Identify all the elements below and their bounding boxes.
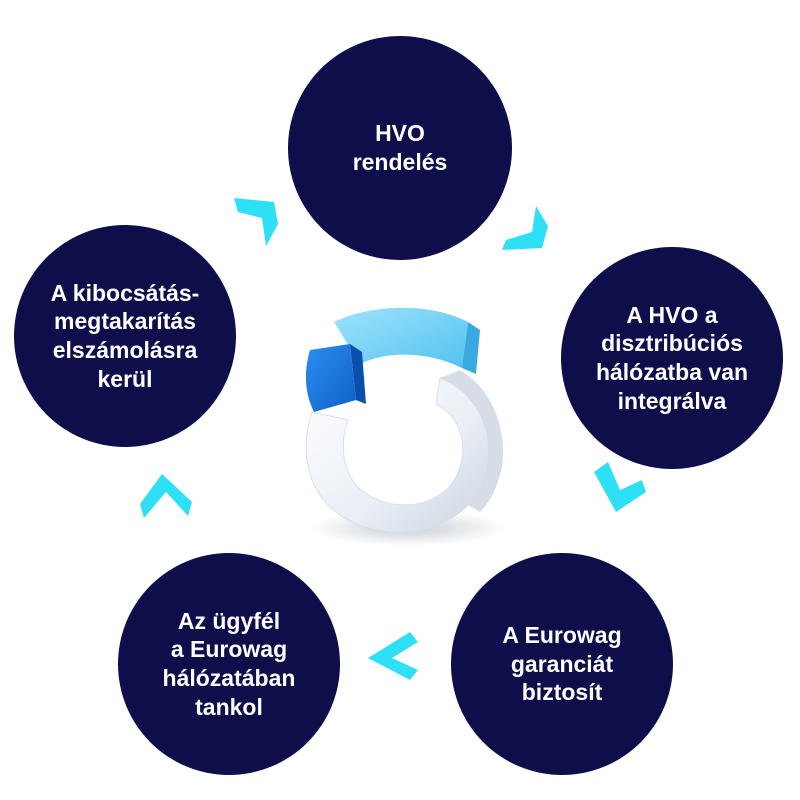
step-eurowag-guarantee-label: A Eurowag garanciát biztosít — [502, 621, 622, 706]
chevron-arrow-icon — [364, 628, 420, 684]
chevron-arrow-icon — [138, 468, 194, 524]
step-customer-refuels-label: Az ügyfél a Eurowag hálózatában tankol — [162, 607, 296, 720]
cycle-ring-icon — [290, 300, 520, 550]
step-hvo-integrated-label: A HVO a disztribúciós hálózatba van inte… — [595, 301, 749, 414]
step-hvo-integrated: A HVO a disztribúciós hálózatba van inte… — [561, 247, 783, 469]
step-customer-refuels: Az ügyfél a Eurowag hálózatában tankol — [118, 553, 340, 775]
chevron-arrow-icon — [224, 194, 280, 250]
step-eurowag-guarantee: A Eurowag garanciát biztosít — [451, 553, 673, 775]
chevron-arrow-icon — [592, 458, 648, 514]
step-emission-settlement: A kibocsátás- megtakarítás elszámolásra … — [14, 225, 236, 447]
step-hvo-order-label: HVO rendelés — [352, 120, 448, 175]
chevron-arrow-icon — [498, 196, 554, 252]
step-hvo-order: HVO rendelés — [288, 36, 512, 260]
step-emission-settlement-label: A kibocsátás- megtakarítás elszámolásra … — [50, 279, 200, 392]
